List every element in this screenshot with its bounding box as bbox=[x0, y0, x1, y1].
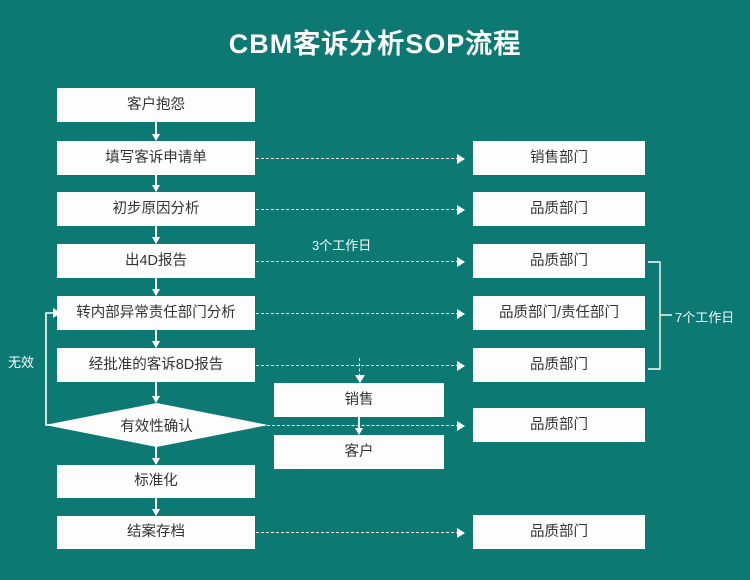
process-node-initial-cause-analysis[interactable]: 初步原因分析 bbox=[57, 192, 255, 226]
node-label: 出4D报告 bbox=[124, 252, 188, 269]
connector-n6-o5 bbox=[256, 361, 465, 371]
connector-n8-n9 bbox=[152, 498, 160, 516]
process-node-standardization[interactable]: 标准化 bbox=[57, 465, 255, 498]
owner-node-sales-dept[interactable]: 销售部门 bbox=[473, 141, 645, 175]
connector-n5-n6 bbox=[152, 330, 160, 348]
feedback-loop-invalid bbox=[40, 305, 70, 430]
connector-n7-n8 bbox=[152, 447, 160, 465]
annotation-7-working-days: 7个工作日 bbox=[675, 310, 735, 325]
connector-n2-n3 bbox=[152, 175, 160, 192]
node-label: 标准化 bbox=[134, 473, 178, 490]
owner-node-quality-dept-1[interactable]: 品质部门 bbox=[473, 192, 645, 226]
owner-node-quality-dept-5[interactable]: 品质部门 bbox=[473, 515, 645, 549]
node-label: 客户 bbox=[344, 443, 374, 460]
connector-n6-n7 bbox=[152, 382, 160, 403]
connector-n4-o3 bbox=[256, 257, 465, 267]
owner-node-quality-dept-2[interactable]: 品质部门 bbox=[473, 244, 645, 278]
node-label: 经批准的客诉8D报告 bbox=[88, 356, 224, 373]
annotation-3-working-days: 3个工作日 bbox=[312, 238, 372, 253]
node-label: 结案存档 bbox=[127, 524, 185, 541]
node-label: 销售部门 bbox=[530, 149, 588, 166]
node-label: 初步原因分析 bbox=[112, 200, 200, 217]
connector-n7-o6 bbox=[262, 421, 465, 431]
connector-n3-o2 bbox=[256, 205, 465, 215]
connector-n9-o7 bbox=[256, 528, 465, 538]
node-label: 转内部异常责任部门分析 bbox=[76, 304, 236, 321]
owner-node-quality-dept-3[interactable]: 品质部门 bbox=[473, 348, 645, 382]
node-label: 品质部门 bbox=[530, 523, 588, 540]
owner-node-quality-dept-4[interactable]: 品质部门 bbox=[473, 408, 645, 442]
connector-n5-o4 bbox=[256, 309, 465, 319]
node-label: 品质部门 bbox=[530, 416, 588, 433]
decision-node-effectiveness-confirmation[interactable]: 有效性确认 bbox=[45, 403, 268, 447]
annotation-invalid: 无效 bbox=[8, 355, 35, 370]
owner-node-quality-responsible-dept[interactable]: 品质部门/责任部门 bbox=[473, 296, 645, 330]
process-node-case-closure-archive[interactable]: 结案存档 bbox=[57, 516, 255, 549]
connector-n4-n5 bbox=[152, 278, 160, 296]
middle-node-sales[interactable]: 销售 bbox=[274, 383, 444, 417]
connector-n1-n2 bbox=[152, 122, 160, 141]
process-node-customer-complaint[interactable]: 客户抱怨 bbox=[57, 88, 255, 122]
node-label: 品质部门 bbox=[530, 252, 588, 269]
process-node-fill-complaint-form[interactable]: 填写客诉申请单 bbox=[57, 141, 255, 175]
node-label: 销售 bbox=[344, 391, 374, 408]
connector-n6-to-m1 bbox=[355, 358, 365, 383]
bracket-7-working-days bbox=[648, 258, 676, 373]
connector-n3-n4 bbox=[152, 226, 160, 244]
connector-n2-o1 bbox=[256, 154, 465, 164]
node-label: 品质部门 bbox=[530, 356, 588, 373]
node-label: 品质部门 bbox=[530, 200, 588, 217]
page-title: CBM客诉分析SOP流程 bbox=[228, 29, 522, 59]
node-label: 品质部门/责任部门 bbox=[498, 304, 620, 321]
process-node-4d-report[interactable]: 出4D报告 bbox=[57, 244, 255, 278]
node-label: 客户抱怨 bbox=[127, 96, 185, 113]
process-node-approved-8d-report[interactable]: 经批准的客诉8D报告 bbox=[57, 348, 255, 382]
process-node-transfer-to-responsible-dept[interactable]: 转内部异常责任部门分析 bbox=[57, 296, 255, 330]
middle-node-customer[interactable]: 客户 bbox=[274, 435, 444, 469]
node-label: 填写客诉申请单 bbox=[105, 149, 207, 166]
node-label: 有效性确认 bbox=[120, 418, 193, 435]
